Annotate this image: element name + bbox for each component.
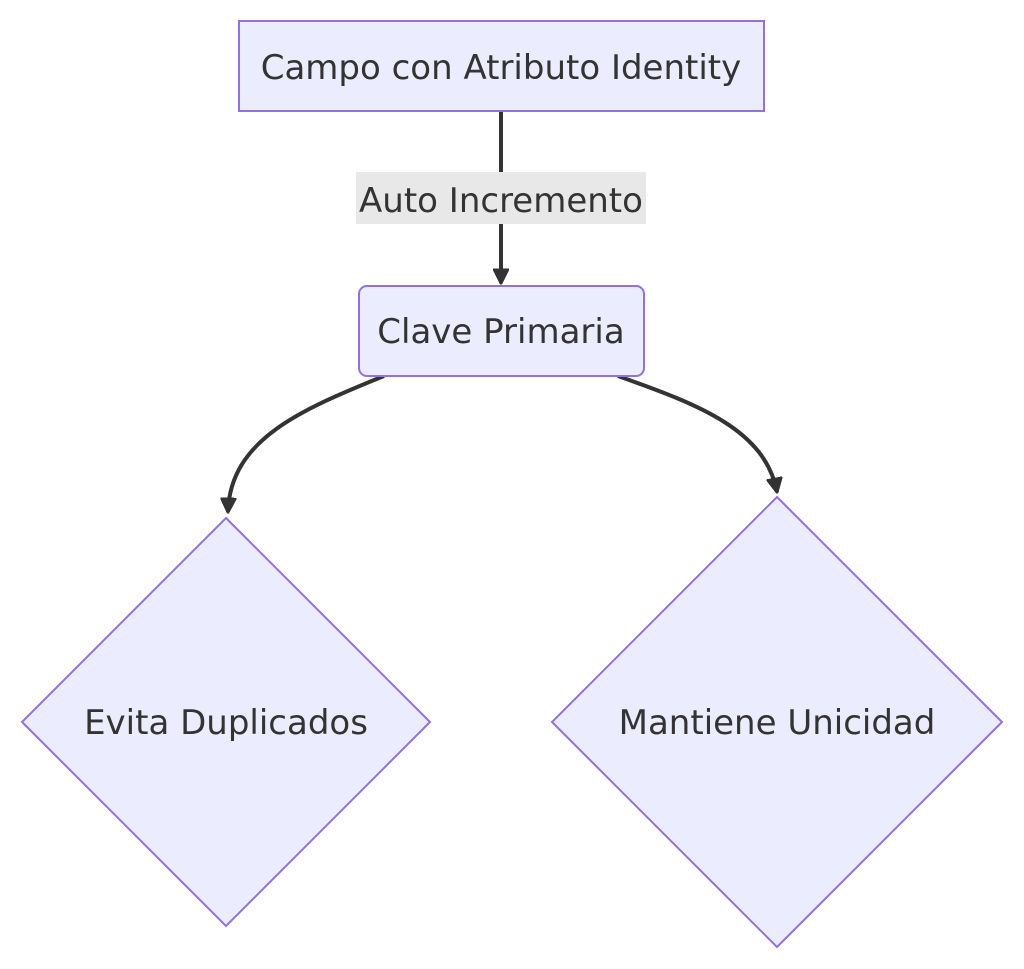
node-clave-primaria[interactable]: Clave Primaria — [358, 285, 645, 377]
edge-clave-to-mantiene — [617, 374, 777, 492]
edge-clave-to-evita — [228, 374, 385, 512]
node-rectangle — [238, 20, 765, 112]
node-label: Mantiene Unicidad — [619, 703, 936, 743]
node-evita-duplicados[interactable]: Evita Duplicados — [20, 516, 432, 928]
node-mantiene-unicidad[interactable]: Mantiene Unicidad — [550, 495, 1004, 949]
edge-label-background — [356, 172, 646, 224]
edge-label-auto-incremento: Auto Incremento — [356, 172, 646, 224]
node-diamond — [550, 495, 1004, 949]
node-label: Campo con Atributo Identity — [261, 48, 742, 88]
node-label: Clave Primaria — [377, 312, 624, 352]
edge-label-text: Auto Incremento — [359, 181, 643, 221]
node-campo-con-atributo-identity[interactable]: Campo con Atributo Identity — [238, 20, 765, 112]
node-diamond — [20, 516, 432, 928]
node-rounded-rectangle — [358, 285, 645, 377]
node-label: Evita Duplicados — [84, 703, 368, 743]
